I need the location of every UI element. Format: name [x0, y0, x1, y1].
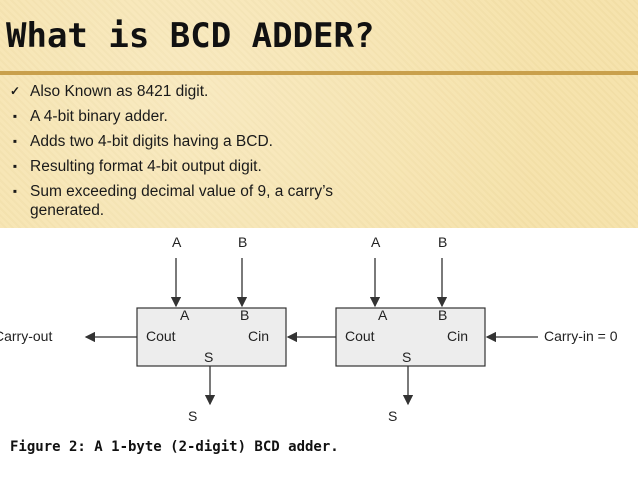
bullet-text: Resulting format 4-bit output digit. [30, 158, 262, 175]
square-bullet-icon: ▪ [12, 109, 18, 123]
input-a-label: A [371, 234, 381, 250]
cout-label: Cout [146, 328, 176, 344]
bullet-text: Sum exceeding decimal value of 9, a carr… [30, 183, 333, 219]
adder-block-right [335, 307, 486, 367]
sum-output-label: S [188, 408, 198, 424]
bullet-item: ▪ Adds two 4-bit digits having a BCD. [8, 132, 370, 151]
bullet-text: A 4-bit binary adder. [30, 108, 168, 125]
input-b-label: B [438, 234, 448, 250]
sum-port-label: S [204, 349, 214, 365]
title-divider [0, 71, 638, 75]
bullet-list: ✓ Also Known as 8421 digit. ▪ A 4-bit bi… [8, 82, 370, 226]
square-bullet-icon: ▪ [12, 134, 18, 148]
cout-label: Cout [345, 328, 375, 344]
carry-in-label: Carry-in = 0 [544, 328, 618, 344]
input-b-label: B [238, 234, 248, 250]
cin-label: Cin [248, 328, 270, 344]
bullet-item: ▪ Resulting format 4-bit output digit. [8, 157, 370, 176]
bullet-item: ✓ Also Known as 8421 digit. [8, 82, 370, 101]
adder-diagram [84, 258, 538, 406]
adder-block-left [136, 307, 287, 367]
figure-caption: Figure 2: A 1-byte (2-digit) BCD adder. [10, 439, 339, 455]
input-a-label: A [172, 234, 182, 250]
port-b-label: B [240, 307, 250, 323]
bullet-text: Adds two 4-bit digits having a BCD. [30, 133, 273, 150]
sum-output-label: S [388, 408, 398, 424]
carry-out-label: Carry-out [0, 328, 53, 344]
bcd-adder-figure: A B A B Cout Cin S S Carry-out A B A B C… [0, 228, 638, 478]
port-a-label: A [378, 307, 388, 323]
sum-port-label: S [402, 349, 412, 365]
bullet-text: Also Known as 8421 digit. [30, 83, 209, 100]
port-b-label: B [438, 307, 448, 323]
port-a-label: A [180, 307, 190, 323]
square-bullet-icon: ▪ [12, 184, 18, 198]
check-icon: ✓ [9, 84, 21, 98]
slide-title: What is BCD ADDER? [6, 16, 375, 56]
bullet-item: ▪ Sum exceeding decimal value of 9, a ca… [8, 182, 370, 220]
bullet-item: ▪ A 4-bit binary adder. [8, 107, 370, 126]
square-bullet-icon: ▪ [12, 159, 18, 173]
cin-label: Cin [447, 328, 469, 344]
